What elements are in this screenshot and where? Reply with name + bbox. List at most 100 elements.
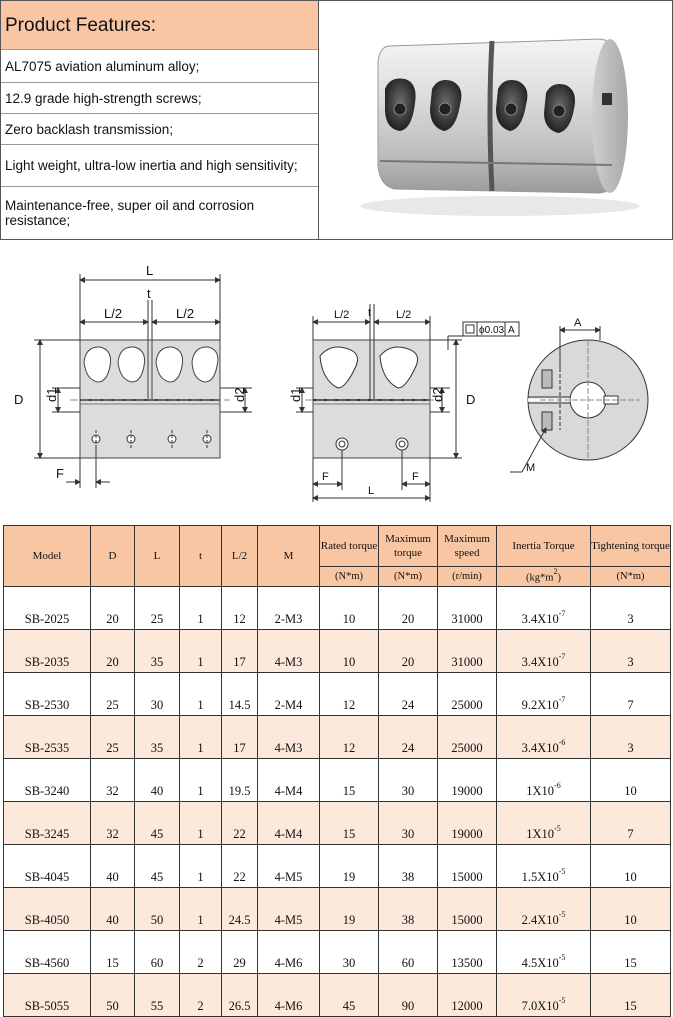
cell-tightening-torque: 7 <box>590 801 671 845</box>
cell-D: 32 <box>90 758 135 802</box>
dim-L: L <box>146 263 153 278</box>
cell-D: 20 <box>90 586 135 630</box>
unit-tightening-torque: (N*m) <box>590 566 671 587</box>
cell-maximum-speed: 31000 <box>437 586 497 630</box>
dim-t: t <box>147 286 151 301</box>
header-t: t <box>179 525 222 587</box>
cell-half-length: 17 <box>221 629 258 673</box>
header-tightening-torque: Tightening torque <box>590 525 671 567</box>
cell-t: 1 <box>179 715 222 759</box>
cell-rated-torque: 12 <box>319 715 379 759</box>
cell-model: SB-4050 <box>3 887 91 931</box>
feature-item: Zero backlash transmission; <box>1 114 318 145</box>
cell-rated-torque: 10 <box>319 586 379 630</box>
cell-rated-torque: 10 <box>319 629 379 673</box>
cell-rated-torque: 19 <box>319 887 379 931</box>
cell-M: 4-M6 <box>257 973 320 1017</box>
header-rated-torque: Rated torque <box>319 525 379 567</box>
cell-t: 1 <box>179 887 222 931</box>
tolerance-label: ϕ0.03 <box>479 325 505 336</box>
dim-half-right: L/2 <box>176 306 194 321</box>
cell-L: 45 <box>134 801 180 845</box>
cell-half-length: 29 <box>221 930 258 974</box>
cell-maximum-speed: 31000 <box>437 629 497 673</box>
cell-M: 4-M3 <box>257 715 320 759</box>
dim-half-left: L/2 <box>334 309 349 321</box>
cell-M: 4-M5 <box>257 887 320 931</box>
unit-rated-torque: (N*m) <box>319 566 379 587</box>
cell-inertia-torque: 4.5X10-5 <box>496 930 591 974</box>
cell-tightening-torque: 3 <box>590 715 671 759</box>
dim-d1: d1 <box>44 388 59 402</box>
dim-A: A <box>574 317 582 329</box>
dim-d1: d1 <box>288 388 303 402</box>
cell-M: 2-M4 <box>257 672 320 716</box>
cell-maximum-torque: 30 <box>378 801 438 845</box>
cell-model: SB-5055 <box>3 973 91 1017</box>
cell-rated-torque: 12 <box>319 672 379 716</box>
end-view-labels: A M <box>526 317 582 474</box>
cell-half-length: 17 <box>221 715 258 759</box>
cell-tightening-torque: 10 <box>590 758 671 802</box>
cell-L: 55 <box>134 973 180 1017</box>
cell-maximum-torque: 20 <box>378 629 438 673</box>
cell-inertia-torque: 3.4X10-6 <box>496 715 591 759</box>
dim-half-left: L/2 <box>104 306 122 321</box>
cell-inertia-torque: 3.4X10-7 <box>496 629 591 673</box>
cell-M: 4-M4 <box>257 758 320 802</box>
dim-F-right: F <box>412 471 419 483</box>
cell-maximum-torque: 30 <box>378 758 438 802</box>
feature-item: Light weight, ultra-low inertia and high… <box>1 145 318 187</box>
datum-label: A <box>508 325 515 336</box>
cell-D: 15 <box>90 930 135 974</box>
cell-maximum-torque: 90 <box>378 973 438 1017</box>
unit-maximum-torque: (N*m) <box>378 566 438 587</box>
cell-rated-torque: 15 <box>319 801 379 845</box>
end-view <box>510 326 649 473</box>
cell-M: 4-M5 <box>257 844 320 888</box>
cell-tightening-torque: 7 <box>590 672 671 716</box>
cell-maximum-speed: 15000 <box>437 887 497 931</box>
clamp-screw-holes <box>385 78 575 133</box>
cell-maximum-torque: 24 <box>378 715 438 759</box>
cell-inertia-torque: 2.4X10-5 <box>496 887 591 931</box>
cell-t: 1 <box>179 801 222 845</box>
cell-rated-torque: 45 <box>319 973 379 1017</box>
cell-D: 40 <box>90 844 135 888</box>
cell-L: 25 <box>134 586 180 630</box>
cell-inertia-torque: 1X10-6 <box>496 758 591 802</box>
cell-model: SB-4560 <box>3 930 91 974</box>
cell-t: 1 <box>179 844 222 888</box>
dim-d2: d2 <box>430 388 445 402</box>
cell-M: 2-M3 <box>257 586 320 630</box>
cell-t: 2 <box>179 930 222 974</box>
dim-D: D <box>14 392 23 407</box>
dim-L: L <box>368 485 374 497</box>
cell-D: 50 <box>90 973 135 1017</box>
cell-maximum-speed: 12000 <box>437 973 497 1017</box>
cell-t: 1 <box>179 586 222 630</box>
cell-model: SB-3245 <box>3 801 91 845</box>
cell-inertia-torque: 1X10-5 <box>496 801 591 845</box>
cell-D: 40 <box>90 887 135 931</box>
feature-item: AL7075 aviation aluminum alloy; <box>1 50 318 83</box>
cell-inertia-torque: 7.0X10-5 <box>496 973 591 1017</box>
dim-F: F <box>56 466 64 481</box>
cell-maximum-torque: 38 <box>378 844 438 888</box>
cell-tightening-torque: 15 <box>590 930 671 974</box>
cell-t: 1 <box>179 758 222 802</box>
cell-half-length: 22 <box>221 844 258 888</box>
cell-model: SB-2025 <box>3 586 91 630</box>
cell-rated-torque: 15 <box>319 758 379 802</box>
cell-L: 60 <box>134 930 180 974</box>
cell-maximum-speed: 15000 <box>437 844 497 888</box>
cell-tightening-torque: 10 <box>590 887 671 931</box>
dim-half-right: L/2 <box>396 309 411 321</box>
side-view-labels: L/2 t L/2 ϕ0.03 A d1 d2 D F L F <box>288 307 515 497</box>
